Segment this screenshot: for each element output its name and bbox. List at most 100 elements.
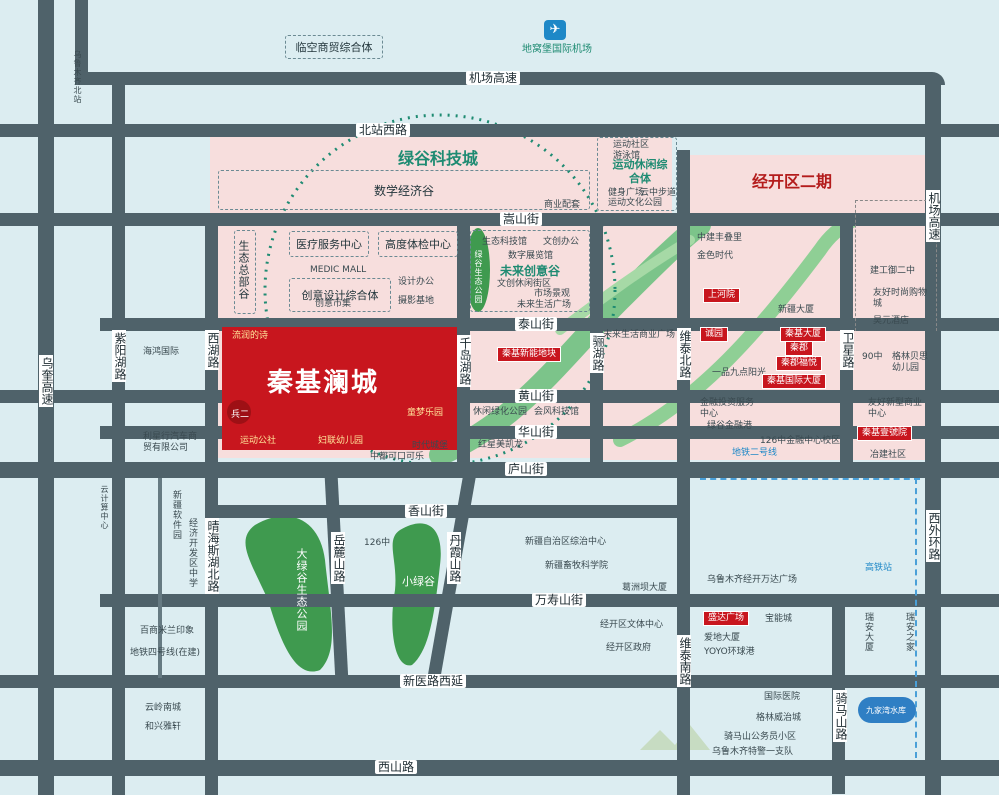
label-qimashan: 骑马山路 (833, 690, 848, 742)
poi: 健身广场 (608, 188, 645, 198)
reservoir (858, 697, 916, 723)
redbox-qinji-xinneng: 秦基新能地块 (497, 347, 562, 362)
poi: 金色时代 (697, 251, 734, 261)
green-blob-lvgu-park (466, 228, 490, 312)
zone-tijian: 高度体检中心 (378, 231, 458, 257)
poi: 创意市集 (315, 299, 352, 309)
title-yundong: 运动休闲综合体 (612, 158, 668, 185)
title-jingkai: 经开区二期 (752, 172, 833, 191)
label-yunji: 云计算中心 (100, 485, 109, 530)
label-xihu: 西湖路 (205, 330, 220, 370)
poi: 葛洲坝大厦 (622, 583, 668, 593)
airport-icon: ✈ (544, 20, 566, 40)
poi: 瑞安大厦 (863, 612, 873, 652)
label-gaoshan: 嵩山街 (500, 212, 543, 226)
poi: 运动社区 (613, 140, 650, 150)
poi: 未来生活广场 (517, 300, 572, 310)
poi: 90中 (862, 352, 883, 362)
poi: 冶建社区 (870, 450, 907, 460)
label-huangshan: 黄山街 (515, 389, 558, 403)
road-gaoshan (0, 213, 999, 226)
label-weitai: 维泰北路 (677, 328, 692, 380)
title-small-lvgu: 小绿谷 (402, 575, 435, 588)
poi: 格林贝思幼儿园 (892, 352, 929, 373)
poi: 新疆畜牧科学院 (545, 561, 609, 571)
label-qiandao: 千岛湖路 (457, 335, 472, 387)
road-xihu (205, 213, 218, 795)
redbox-qinji-yihao: 秦基壹號院 (857, 426, 913, 441)
label-jichang-v: 机场高速 (926, 190, 941, 242)
road-lushan (0, 462, 999, 478)
poi: 流润的诗 (232, 331, 269, 341)
poi: 国际医院 (764, 692, 801, 702)
project-tag-icon (227, 400, 251, 424)
zone-lvgu-mid (210, 225, 595, 325)
poi: 文创休闲街区 (497, 279, 552, 289)
title-big-lvgu: 大绿谷生态公园 (295, 548, 308, 632)
redbox-qinjun: 秦郡 (785, 341, 814, 356)
label-taishan: 泰山街 (515, 317, 558, 331)
poi: 经开区文体中心 (600, 620, 664, 630)
poi: 绿谷金融港 (707, 421, 753, 431)
title-lvgu-park: 绿谷生态公园 (474, 250, 483, 304)
poi: 运动文化公园 (608, 198, 663, 208)
zone-kongshang: 临空商贸综合体 (285, 35, 383, 59)
zone-shengtai (234, 230, 256, 314)
title-shengtai: 生态总部谷 (237, 240, 250, 300)
poi: 126中 (364, 538, 391, 548)
poi: 云岭南城 (145, 703, 182, 713)
poi: 和兴雅轩 (145, 722, 182, 732)
zone-yiliao: 医疗服务中心 (289, 231, 369, 257)
road-xinyi (0, 675, 999, 688)
poi: 妇联幼儿园 (318, 436, 364, 446)
poi: 童梦乐园 (407, 408, 444, 418)
poi: MEDIC MALL (310, 265, 367, 275)
poi: 经济开发区中学 (187, 518, 197, 588)
poi: 格林威治城 (756, 713, 802, 723)
title-weilai: 未来创意谷 (500, 264, 561, 278)
poi: 生态科技馆 (482, 237, 528, 247)
label-jichang: 机场高速 (466, 71, 521, 85)
poi: 经开区政府 (606, 643, 652, 653)
mountain-decoration (640, 725, 710, 750)
project-tag: 兵二 (231, 410, 250, 420)
label-danxia: 丹霞山路 (447, 532, 462, 584)
label-beizhan: 北站西路 (356, 123, 411, 137)
poi: YOYO环球港 (704, 647, 755, 657)
poi: 地铁二号线 (732, 448, 778, 458)
redbox-shengda: 盛达广场 (703, 611, 750, 626)
redbox-chengyuan: 诚园 (700, 327, 729, 342)
poi: 中都可口可乐 (370, 452, 425, 462)
label-weitai-s: 维泰南路 (677, 635, 692, 687)
poi: 新疆自治区综治中心 (525, 537, 607, 547)
poi: 游泳馆 (613, 151, 641, 161)
poi: 建工御二中 (870, 266, 916, 276)
road-yunji (158, 478, 162, 678)
poi: 利星行汽车商贸有限公司 (143, 432, 198, 453)
project-block[interactable] (222, 327, 457, 450)
poi: 市场景观 (534, 289, 571, 299)
label-xiwai: 西外环路 (926, 510, 941, 562)
road-xiwai (925, 85, 941, 795)
metro-line-2-v (915, 478, 919, 758)
poi: 中建丰叠里 (697, 233, 743, 243)
poi: 瑞安之家 (904, 612, 914, 652)
poi: 骑马山公务员小区 (724, 732, 797, 742)
zone-jingkai (682, 155, 937, 460)
green-blob-big-lvgu (245, 516, 332, 672)
zone-chuangyi: 创意设计综合体 (289, 278, 391, 312)
label-lianghu: 骊湖路 (590, 333, 605, 373)
label-qinghai: 晴海斯湖北路 (205, 518, 220, 594)
poi: 海鸿国际 (143, 347, 180, 357)
poi: 文创办公 (543, 237, 580, 247)
poi: 地铁四号线(在建) (130, 648, 201, 658)
poi: 云中步道 (640, 188, 677, 198)
label-wanshou: 万寿山街 (532, 593, 587, 607)
label-airport: 地窝堡国际机场 (522, 44, 592, 55)
zone-lvgu-north (210, 133, 672, 213)
poi: 九家湾水库 (866, 706, 906, 715)
dotted-boundary-circle (263, 113, 617, 467)
poi: 乌鲁木齐特警一支队 (712, 747, 794, 757)
redbox-qinji-guoji: 秦基国际大厦 (762, 374, 827, 389)
